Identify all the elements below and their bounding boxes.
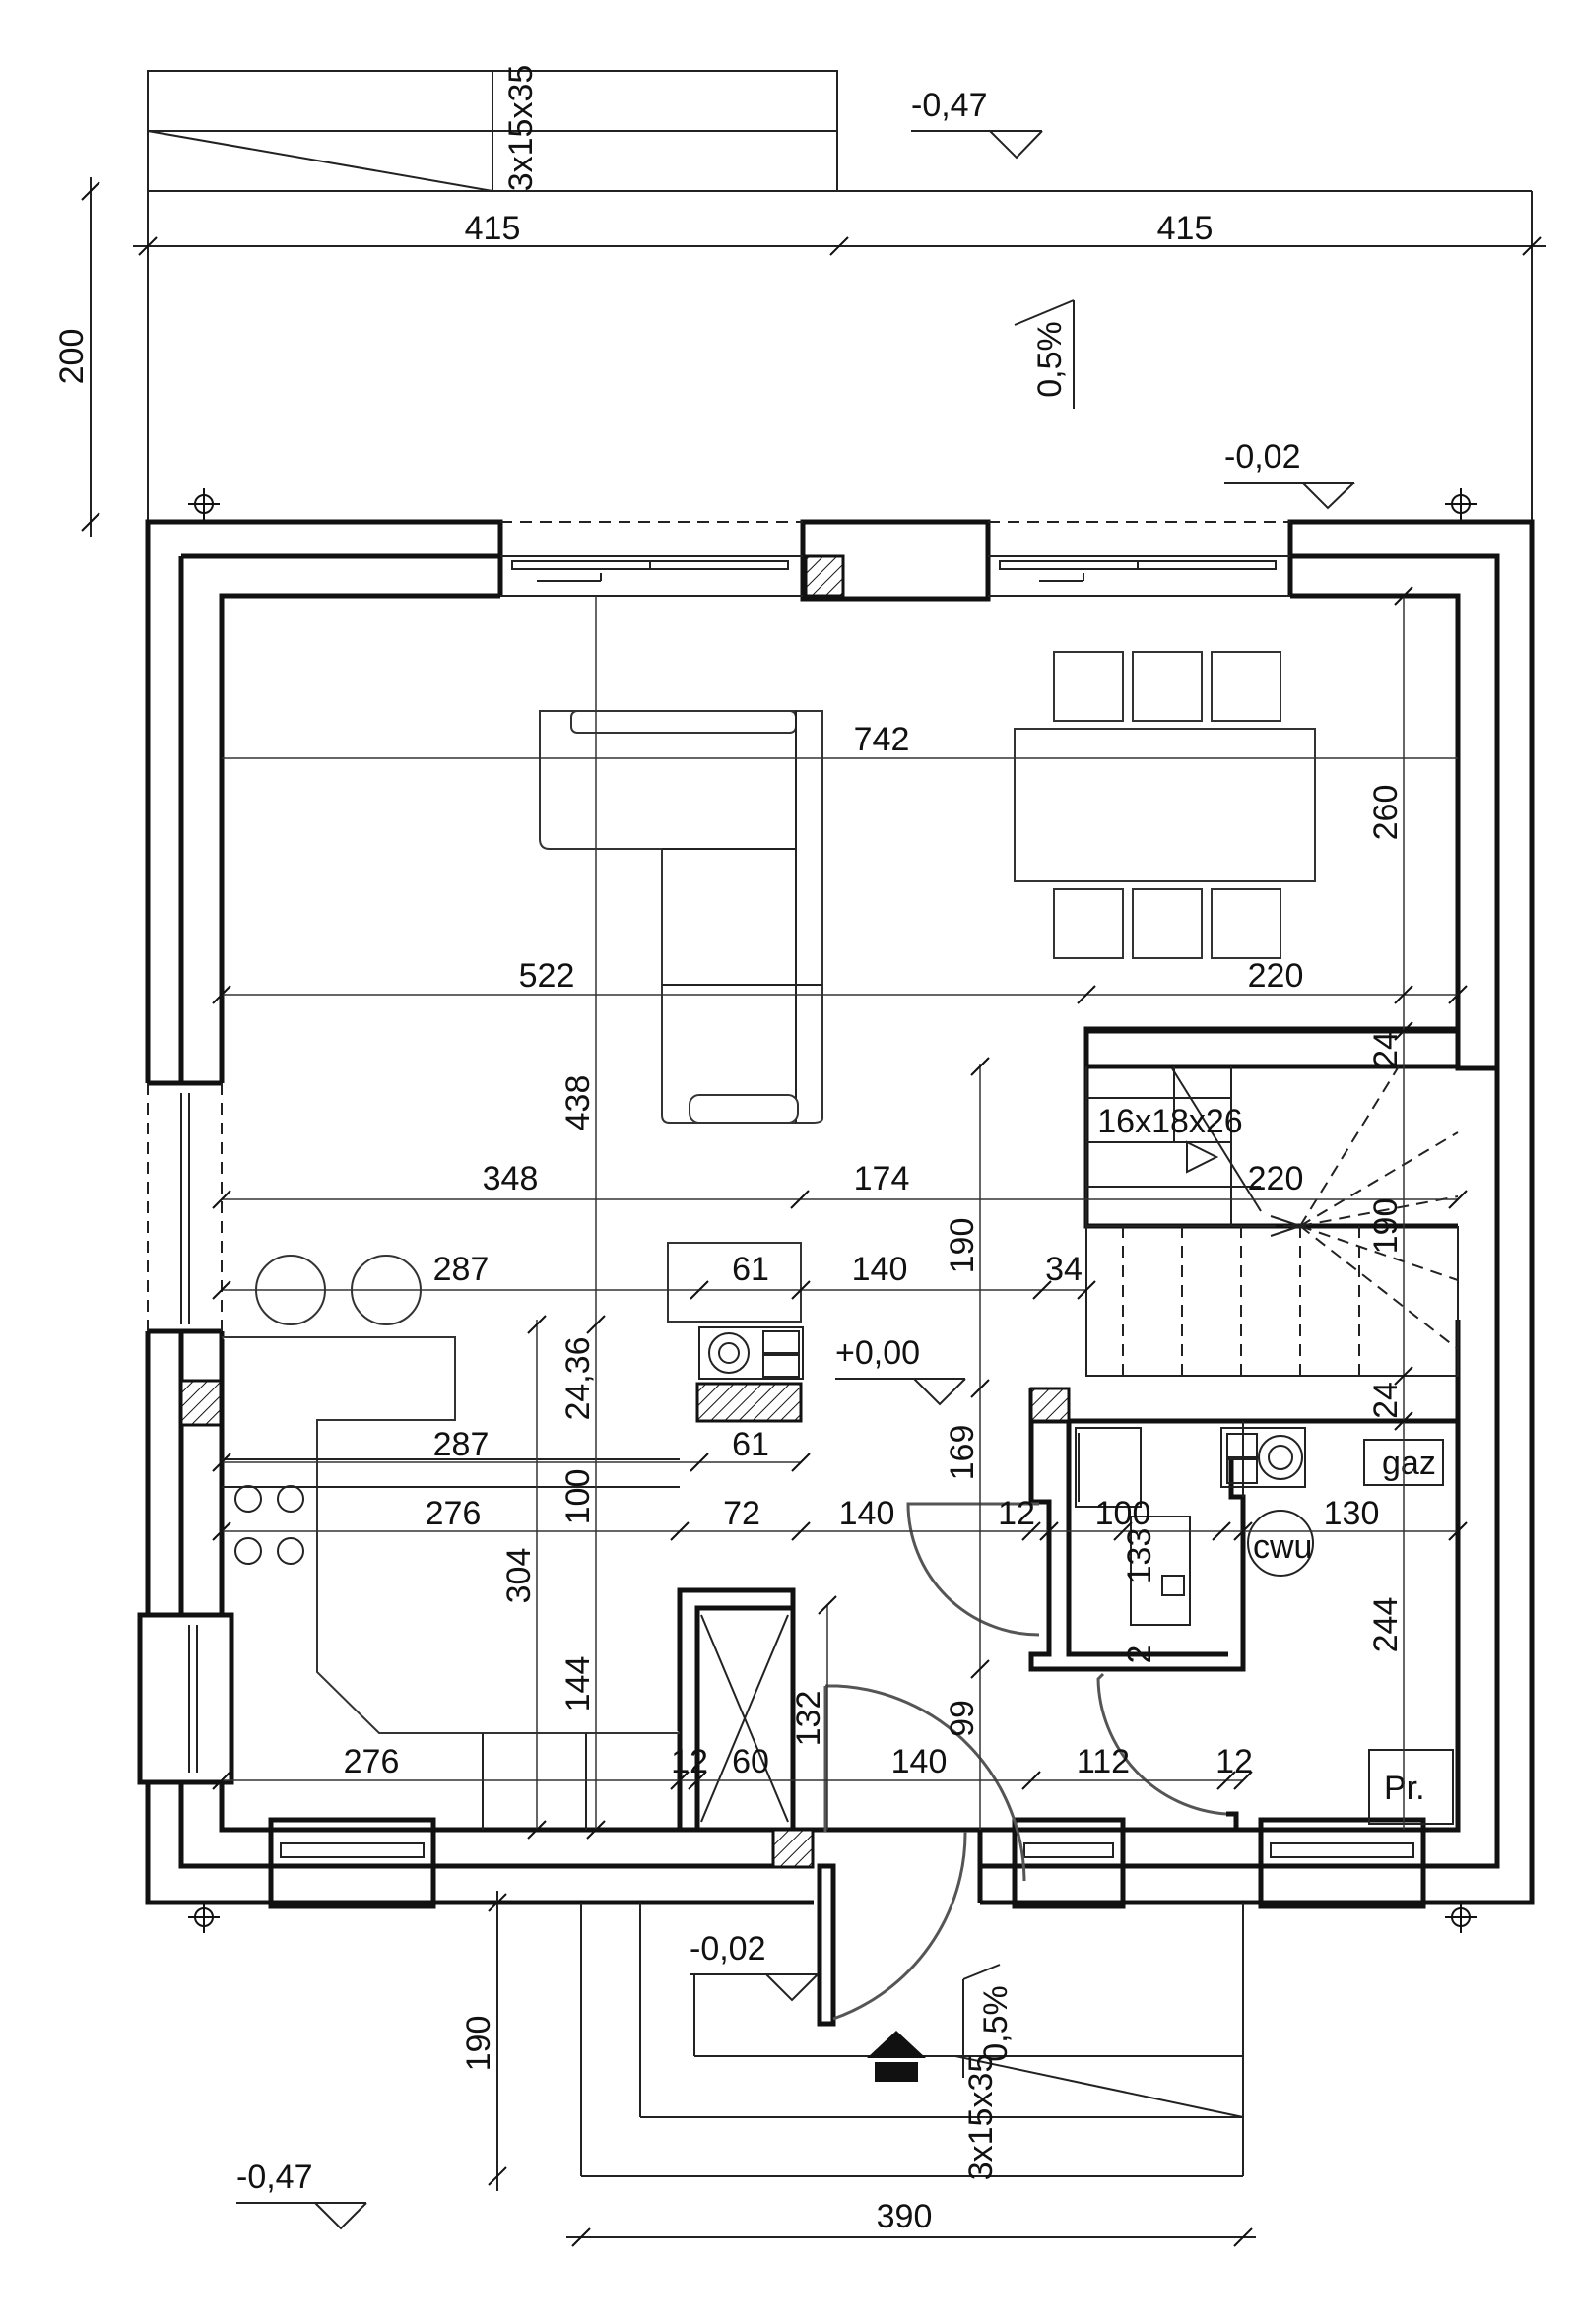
axis-marker-icon [187, 1901, 221, 1934]
dim-276-b: 276 [344, 1743, 400, 1780]
dim-220-b: 220 [1248, 1160, 1304, 1197]
dim-12-c: 12 [1215, 1743, 1253, 1780]
dim-100-a: 100 [559, 1469, 597, 1525]
dim-144: 144 [559, 1656, 597, 1712]
stair-core [1084, 1026, 1497, 1377]
dim-276-a: 276 [426, 1495, 482, 1532]
dim-348: 348 [483, 1160, 539, 1197]
bathroom: gaz cwu Pr. [906, 1387, 1458, 1830]
dim-169: 169 [944, 1425, 981, 1481]
axis-marker-icon [1444, 487, 1478, 521]
dim-24-36: 24,36 [559, 1336, 597, 1420]
level-top-terrace: -0,47 [911, 87, 1043, 160]
dim-304: 304 [500, 1548, 538, 1604]
dim-190-a: 190 [944, 1218, 981, 1274]
top-dimension: 415 415 [133, 210, 1546, 256]
slope-bottom-text: 0,5% [977, 1985, 1015, 2062]
dim-60: 60 [732, 1743, 769, 1780]
dim-260: 260 [1367, 785, 1405, 841]
entry-hall [677, 1587, 1026, 2027]
dim-12-a: 12 [998, 1495, 1035, 1532]
dim-61-b: 61 [732, 1426, 769, 1463]
dim-top-left: 415 [465, 210, 521, 247]
dim-2: 2 [1121, 1646, 1158, 1664]
main-stair-label: 16x18x26 [1097, 1103, 1242, 1140]
level-top-terrace-text: -0,47 [911, 87, 988, 124]
dim-132: 132 [790, 1691, 827, 1747]
dim-24-a: 24 [1367, 1031, 1405, 1068]
slope-top-text: 0,5% [1031, 321, 1069, 398]
level-top-entry: -0,02 [1224, 438, 1355, 510]
dim-287-a: 287 [433, 1251, 490, 1288]
axis-marker-icon [187, 487, 221, 521]
dim-438: 438 [559, 1075, 597, 1131]
level-bottom-ground-text: -0,47 [236, 2159, 313, 2196]
dim-112: 112 [1077, 1743, 1130, 1780]
bottom-steps-label: 3x15x35 [962, 2054, 1000, 2181]
dim-72: 72 [723, 1495, 760, 1532]
dim-174: 174 [854, 1160, 910, 1197]
dim-entry-depth: 190 [460, 2016, 497, 2072]
dim-34: 34 [1045, 1251, 1083, 1288]
dim-133: 133 [1121, 1528, 1158, 1584]
dim-24-b: 24 [1367, 1382, 1405, 1419]
dim-99: 99 [944, 1700, 981, 1737]
level-bottom-entry-text: -0,02 [690, 1930, 766, 1968]
bottom-windows [268, 1817, 1426, 1909]
dim-130: 130 [1324, 1495, 1380, 1532]
laundry-label: Pr. [1384, 1770, 1425, 1807]
dim-entry-width: 390 [877, 2198, 933, 2235]
dim-287-b: 287 [433, 1426, 490, 1463]
axis-marker-icon [1444, 1901, 1478, 1934]
dim-terrace-depth: 200 [53, 329, 91, 385]
dim-140-b: 140 [839, 1495, 895, 1532]
dim-140-c: 140 [891, 1743, 948, 1780]
level-floor: +0,00 [835, 1334, 966, 1406]
top-terrace [147, 70, 1533, 522]
exterior-walls [137, 519, 1535, 1905]
bottom-entry: 190 390 3x15x35 -0,02 0,5% -0,47 [236, 1891, 1256, 2247]
slope-top: 0,5% [1014, 299, 1075, 409]
level-floor-text: +0,00 [835, 1334, 920, 1372]
hot-water-label: cwu [1253, 1528, 1312, 1566]
dim-12-b: 12 [671, 1743, 708, 1780]
furniture [222, 651, 1316, 1830]
dim-244: 244 [1367, 1597, 1405, 1653]
top-windows [500, 521, 1290, 597]
dim-742: 742 [854, 721, 910, 758]
left-windows [147, 1083, 223, 1773]
terrace-depth-dimension: 200 [53, 177, 100, 537]
top-steps-label: 3x15x35 [502, 65, 540, 192]
dim-140-a: 140 [852, 1251, 908, 1288]
level-top-entry-text: -0,02 [1224, 438, 1301, 476]
dim-522: 522 [519, 957, 575, 995]
dim-190-b: 190 [1367, 1198, 1405, 1255]
dim-top-right: 415 [1157, 210, 1214, 247]
dim-61-a: 61 [732, 1251, 769, 1288]
gas-label: gaz [1382, 1445, 1436, 1482]
dim-220-a: 220 [1248, 957, 1304, 995]
dim-100-b: 100 [1095, 1495, 1151, 1532]
interior-dimensions: 742 260 522 220 24 438 348 174 220 190 1… [212, 586, 1468, 1840]
entrance-arrow-icon [867, 2031, 926, 2082]
